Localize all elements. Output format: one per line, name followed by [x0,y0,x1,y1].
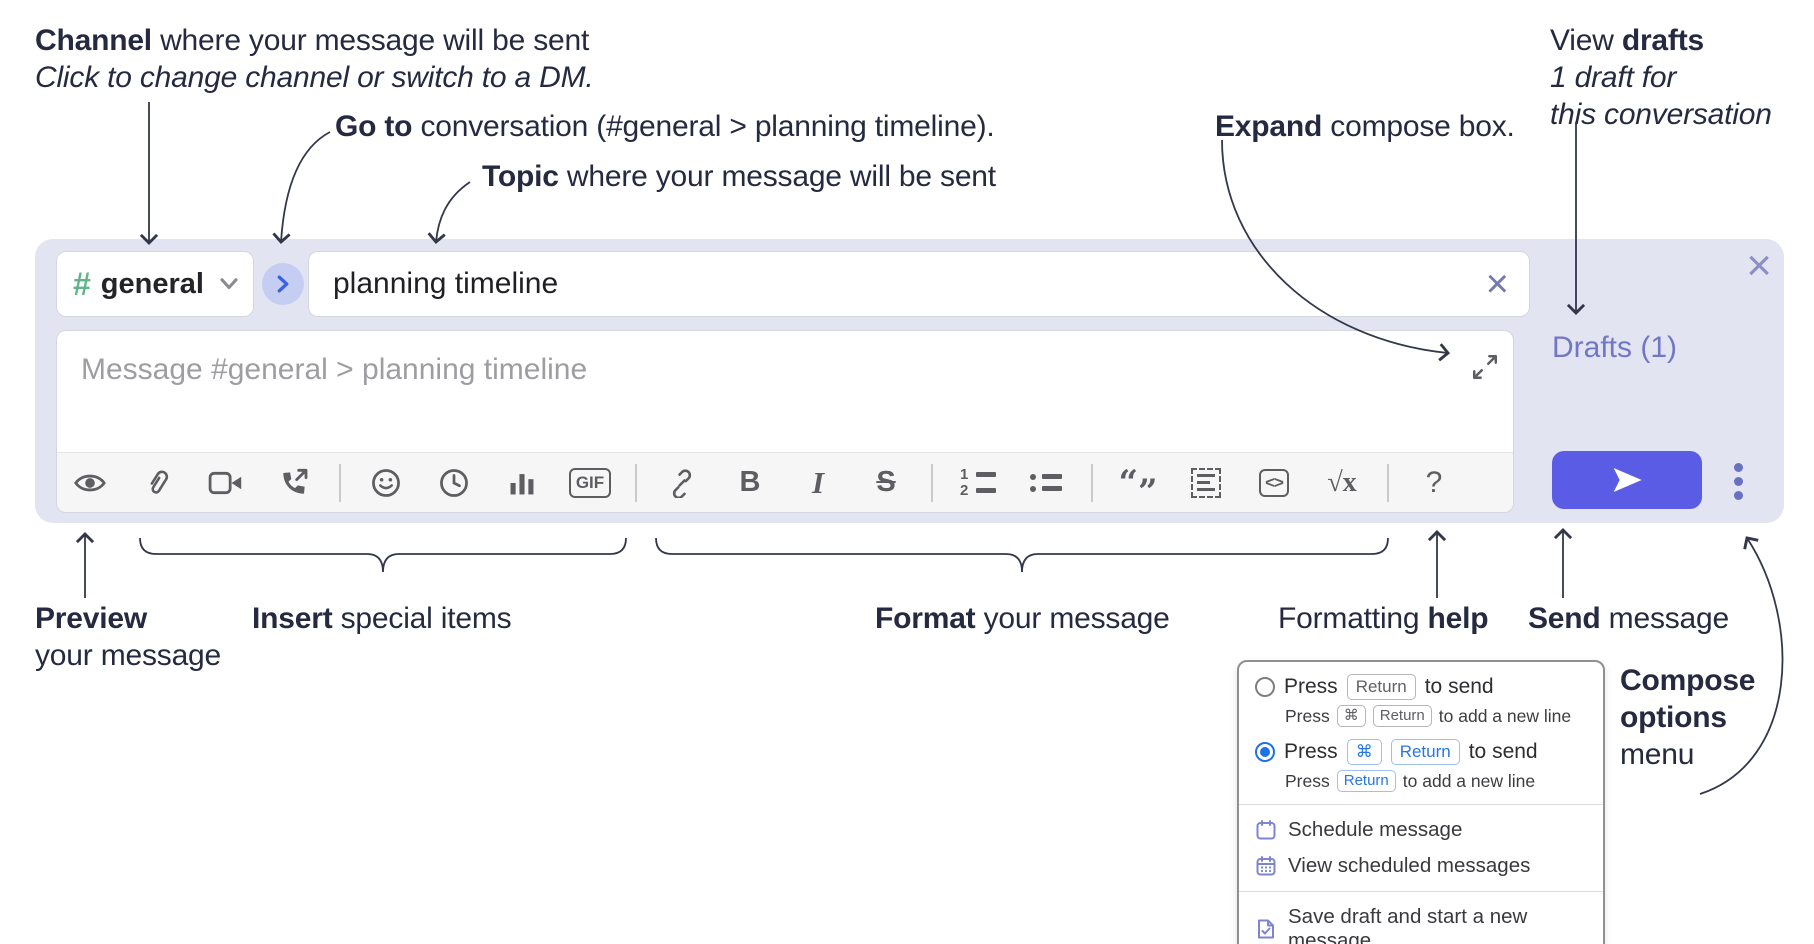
radio-selected-icon[interactable] [1255,742,1275,762]
formula-label: √x [1327,466,1357,498]
topic-input[interactable]: planning timeline × [308,251,1530,317]
annotation-insert: Insert special items [252,602,512,635]
radio-icon[interactable] [1255,677,1275,697]
menu-item-view-scheduled[interactable]: View scheduled messages [1255,848,1587,884]
menu-item-schedule-message[interactable]: Schedule message [1255,812,1587,848]
channel-name: general [100,267,204,300]
channel-selector[interactable]: # general [56,251,254,317]
phone-call-icon[interactable] [271,461,317,505]
message-input[interactable]: Message #general > planning timeline [56,330,1514,513]
annotation-view-drafts: View drafts 1 draft for this conversatio… [1550,24,1772,131]
link-icon[interactable] [659,461,705,505]
send-preference-section: Press Return to send Press ⌘ Return to a… [1239,662,1603,804]
annotation-topic: Topic where your message will be sent [482,160,996,193]
gif-label: GIF [568,467,612,498]
radio-return-to-send[interactable]: Press Return to send [1255,674,1587,700]
help-label: ? [1425,465,1443,499]
radio-cmd-return-sub: Press Return to add a new line [1285,770,1536,792]
menu-divider [1239,804,1603,805]
close-icon[interactable]: × [1746,241,1772,290]
channel-hash-icon: # [73,265,91,302]
calendar-grid-icon [1255,855,1277,877]
clear-topic-icon[interactable]: × [1485,262,1509,306]
annotation-send: Send message [1528,602,1730,635]
video-icon[interactable] [203,461,249,505]
toolbar-divider [1387,463,1389,502]
expand-icon[interactable] [1471,353,1499,386]
compose-options-kebab-icon[interactable] [1725,457,1751,505]
emoji-icon[interactable] [363,461,409,505]
bar-chart-icon[interactable] [499,461,545,505]
italic-label: I [811,464,825,500]
toolbar-divider [1091,463,1093,502]
compose-box: × # general planning timeline × Message … [35,239,1784,523]
paperclip-icon[interactable] [135,461,181,505]
gif-icon[interactable]: GIF [567,461,613,505]
formatting-help-icon[interactable]: ? [1411,461,1457,505]
message-placeholder: Message #general > planning timeline [81,353,588,386]
ordered-list-icon[interactable]: 1 2 [955,461,1001,505]
annotation-formatting-help: Formatting help [1278,602,1489,635]
send-button[interactable] [1552,451,1702,509]
radio-cmd-return-to-send[interactable]: Press ⌘ Return to send [1255,739,1587,765]
chevron-down-icon [220,278,238,290]
annotation-goto: Go to conversation (#general > planning … [335,110,995,143]
menu-item-save-draft[interactable]: Save draft and start a new message [1255,899,1587,944]
code-label: <> [1259,468,1289,497]
annotation-channel: Channel where your message will be sent [35,24,590,57]
compose-options-menu: Press Return to send Press ⌘ Return to a… [1237,660,1605,944]
annotation-format: Format your message [875,602,1170,635]
formula-icon[interactable]: √x [1319,461,1365,505]
goto-conversation-button[interactable] [262,263,304,305]
chevron-right-icon [277,275,289,293]
schedule-section: Schedule message View scheduled messages [1239,805,1603,891]
radio-return-sub: Press ⌘ Return to add a new line [1285,705,1572,727]
menu-divider [1239,891,1603,892]
topic-value: planning timeline [333,267,559,300]
toolbar-divider [339,463,341,502]
code-snippet-icon[interactable] [1183,461,1229,505]
calendar-icon [1255,819,1277,841]
drafts-link[interactable]: Drafts (1) [1552,331,1678,364]
bold-label: B [739,466,761,498]
toolbar-divider [931,463,933,502]
preview-eye-icon[interactable] [67,461,113,505]
send-plane-icon [1613,468,1642,492]
bullet-list-icon[interactable] [1023,461,1069,505]
blockquote-icon[interactable]: “” [1118,462,1158,512]
strike-label: S [876,466,896,498]
toolbar-divider [635,463,637,502]
italic-icon[interactable]: I [795,461,841,505]
bold-icon[interactable]: B [727,461,773,505]
formatting-toolbar: GIF B I [57,452,1513,512]
save-draft-icon [1255,918,1277,940]
annotation-channel-sub: Click to change channel or switch to a D… [35,61,594,94]
draft-section: Save draft and start a new message [1239,892,1603,944]
clock-icon[interactable] [431,461,477,505]
strikethrough-icon[interactable]: S [863,461,909,505]
annotation-expand: Expand compose box. [1215,110,1515,143]
annotation-compose-options: Compose options menu [1620,664,1756,771]
code-icon[interactable]: <> [1251,461,1297,505]
